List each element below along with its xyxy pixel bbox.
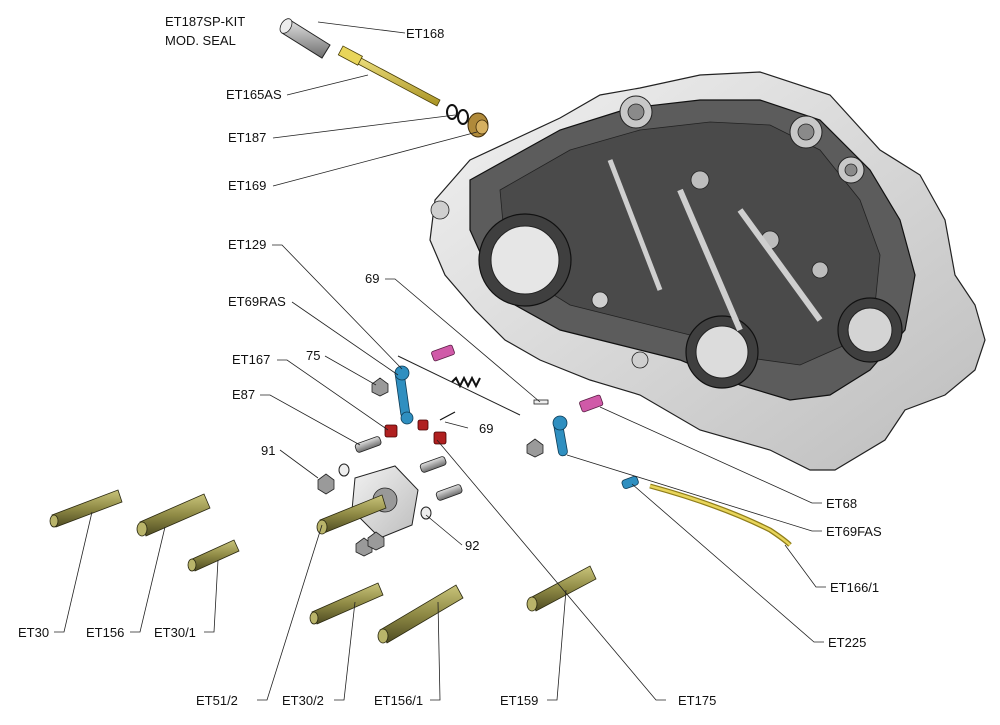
label-mod-seal: MOD. SEAL <box>165 33 236 48</box>
part-et129-spring <box>397 355 521 416</box>
part-92-nuts-washers <box>355 506 432 557</box>
label-et225: ET225 <box>828 635 866 650</box>
part-et156-1-stud <box>377 584 464 644</box>
label-et175: ET175 <box>678 693 716 708</box>
part-et69ras <box>394 365 414 425</box>
part-et30-stud <box>49 489 123 528</box>
label-et30-1: ET30/1 <box>154 625 196 640</box>
part-et68-nut <box>526 438 544 458</box>
label-et168: ET168 <box>406 26 444 41</box>
label-et129: ET129 <box>228 237 266 252</box>
label-et165as: ET165AS <box>226 87 282 102</box>
part-et30-2-stud <box>309 582 384 625</box>
label-et187sp-kit: ET187SP-KIT <box>165 14 245 29</box>
label-et69ras: ET69RAS <box>228 294 286 309</box>
part-et69fas <box>552 394 604 457</box>
part-et51-2-plate <box>316 465 419 539</box>
part-et187 <box>446 104 469 125</box>
part-labels: ET187SP-KIT MOD. SEAL ET168 ET165AS ET18… <box>18 14 882 708</box>
label-et159: ET159 <box>500 693 538 708</box>
label-et169: ET169 <box>228 178 266 193</box>
part-et166-1 <box>649 483 792 547</box>
part-et165as <box>337 45 441 107</box>
label-et30-2: ET30/2 <box>282 693 324 708</box>
part-69-clip <box>439 399 549 421</box>
part-et168 <box>279 18 331 59</box>
label-92: 92 <box>465 538 479 553</box>
part-et169 <box>467 112 489 138</box>
leader-lines <box>54 21 826 701</box>
part-et225 <box>621 475 639 489</box>
label-et156: ET156 <box>86 625 124 640</box>
part-et159-stud <box>526 565 597 612</box>
part-pink-bolt-upper <box>431 344 455 362</box>
part-et156-stud <box>136 493 211 537</box>
label-75: 75 <box>306 348 320 363</box>
label-et156-1: ET156/1 <box>374 693 423 708</box>
label-et166-1: ET166/1 <box>830 580 879 595</box>
label-et187: ET187 <box>228 130 266 145</box>
label-69-top: 69 <box>365 271 379 286</box>
label-e87: E87 <box>232 387 255 402</box>
part-et167 <box>384 419 447 445</box>
part-91-nut-washer <box>317 463 350 495</box>
label-et69fas: ET69FAS <box>826 524 882 539</box>
label-et167: ET167 <box>232 352 270 367</box>
label-et30: ET30 <box>18 625 49 640</box>
label-et68: ET68 <box>826 496 857 511</box>
label-91: 91 <box>261 443 275 458</box>
engine-crankcase <box>429 71 986 471</box>
label-et51-2: ET51/2 <box>196 693 238 708</box>
part-et30-1-stud <box>187 539 240 572</box>
label-69-mid: 69 <box>479 421 493 436</box>
part-75-nut <box>371 377 389 397</box>
part-e87-pins <box>354 436 463 501</box>
